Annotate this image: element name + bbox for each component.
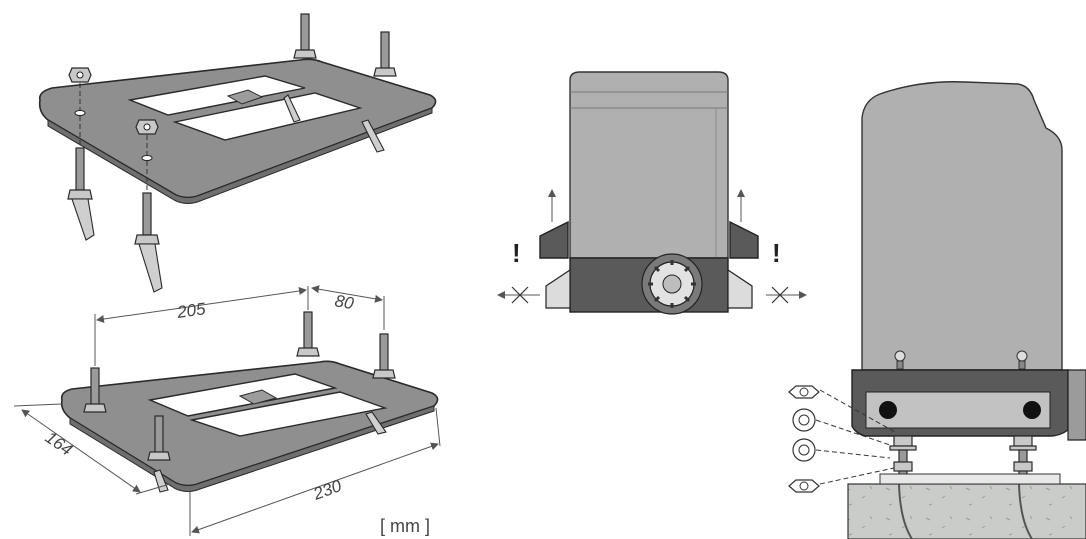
crossed-arrow-left bbox=[497, 286, 540, 304]
dimension-line-164 bbox=[21, 409, 141, 493]
dimension-label-164: 164 bbox=[42, 428, 76, 460]
warning-mark-right: ! bbox=[772, 238, 781, 268]
plate-hole-2 bbox=[141, 155, 153, 161]
washer-2 bbox=[792, 438, 891, 462]
dimension-label-80: 80 bbox=[333, 291, 355, 313]
bolt-lower-1 bbox=[67, 147, 95, 241]
bolt-lower-2 bbox=[134, 192, 163, 293]
unit-label: [ mm ] bbox=[380, 516, 430, 536]
drive-gear bbox=[641, 253, 703, 315]
dimensioned-base-plate-view: 205 80 164 230 [ mm ] bbox=[13, 285, 441, 536]
hex-nut-2 bbox=[788, 467, 895, 493]
dimension-line-230 bbox=[191, 442, 439, 534]
plate-slot-left bbox=[127, 75, 306, 116]
washer-1 bbox=[792, 408, 891, 446]
plate-slot-right bbox=[172, 92, 363, 141]
anchor-hole-right bbox=[1023, 401, 1041, 419]
bolt-dim-2 bbox=[296, 311, 320, 357]
dimension-label-205: 205 bbox=[175, 299, 207, 322]
loose-nut-1 bbox=[68, 67, 92, 110]
anchor-bolt-right bbox=[1009, 435, 1037, 539]
warning-mark-left: ! bbox=[512, 238, 521, 268]
bolt-dim-3 bbox=[372, 333, 396, 379]
hex-nut-1 bbox=[788, 385, 896, 433]
dimension-line-80 bbox=[311, 285, 383, 303]
dimension-line-205 bbox=[96, 287, 307, 323]
bracket-right bbox=[729, 220, 759, 259]
bolt-top-1 bbox=[293, 13, 317, 59]
motor-cover bbox=[569, 71, 729, 259]
plate-hole-1 bbox=[74, 110, 86, 116]
bracket-left bbox=[539, 220, 569, 259]
bolt-dim-4 bbox=[147, 415, 171, 461]
housing-screw-left bbox=[894, 350, 906, 370]
motor-side-view bbox=[788, 81, 1086, 539]
motor-front-view: ! ! bbox=[497, 71, 807, 315]
loose-nut-2 bbox=[135, 119, 159, 155]
concrete-foundation bbox=[847, 483, 1086, 539]
anchor-bolt-left bbox=[889, 435, 917, 539]
bolt-top-2 bbox=[373, 31, 397, 77]
exploded-base-plate-view bbox=[38, 13, 437, 293]
crossed-arrow-right bbox=[766, 286, 807, 304]
dimension-label-230: 230 bbox=[310, 476, 345, 504]
motor-housing-side bbox=[861, 81, 1063, 371]
housing-screw-right bbox=[1016, 350, 1028, 370]
anchor-hole-left bbox=[879, 401, 897, 419]
